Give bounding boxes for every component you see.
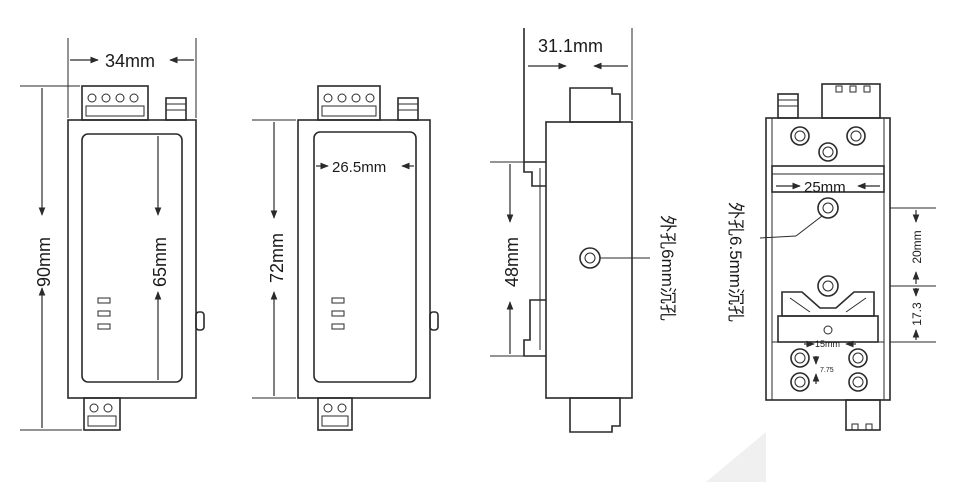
front-bottom-terminal (83, 397, 121, 431)
side-top-connector (569, 87, 621, 123)
side-height-label: 48mm (502, 237, 522, 287)
back-small-spacing-label: 15mm (815, 339, 840, 349)
side-hole (579, 247, 601, 269)
second-width-label: 26.5mm (332, 159, 386, 176)
front-body (67, 119, 197, 399)
back-tiny-label: 7.75 (820, 367, 834, 374)
front-height-label: 90mm (34, 237, 54, 287)
antenna-icon (165, 97, 187, 121)
back-body (765, 117, 891, 401)
front-width-label: 34mm (105, 51, 155, 71)
back-hole-lower (817, 275, 839, 297)
front-view: 34mm 90mm 65mm (20, 38, 205, 431)
side-depth-label: 31.1mm (538, 36, 603, 56)
watermark-shape (706, 432, 766, 482)
side-hole-label: 外孔6mm沉孔 (658, 215, 677, 321)
second-body (297, 119, 431, 399)
second-height-label: 72mm (267, 233, 287, 283)
back-bottom-connector (845, 399, 881, 431)
back-vertical-label-2: 17.3 (910, 302, 924, 326)
back-top-connector (821, 83, 881, 119)
second-bottom-terminal (317, 397, 353, 431)
front-panel-label: 65mm (150, 237, 170, 287)
front-side-button (195, 311, 205, 331)
front-led-indicators (97, 297, 111, 330)
front-top-terminal-screws (85, 93, 145, 117)
back-spacing-label: 25mm (804, 179, 846, 196)
front-top-terminal (81, 85, 149, 121)
back-view: 25mm 15mm 7.75 20mm (726, 83, 936, 431)
second-top-terminal (317, 85, 381, 121)
front-panel (81, 133, 183, 383)
back-hole-upper (817, 197, 839, 219)
side-bottom-connector (569, 397, 621, 433)
side-din-clip-bottom (523, 299, 546, 357)
back-vertical-label-1: 20mm (910, 230, 924, 263)
second-panel (313, 131, 417, 383)
back-hole-label: 外孔6.5mm沉孔 (726, 202, 745, 322)
second-antenna-icon (397, 97, 419, 121)
side-view: 31.1mm 48mm 外孔6mm沉孔 (490, 28, 677, 433)
second-view: 72mm 26.5mm (252, 85, 439, 431)
side-body (545, 121, 633, 399)
back-rail-band (771, 165, 885, 193)
